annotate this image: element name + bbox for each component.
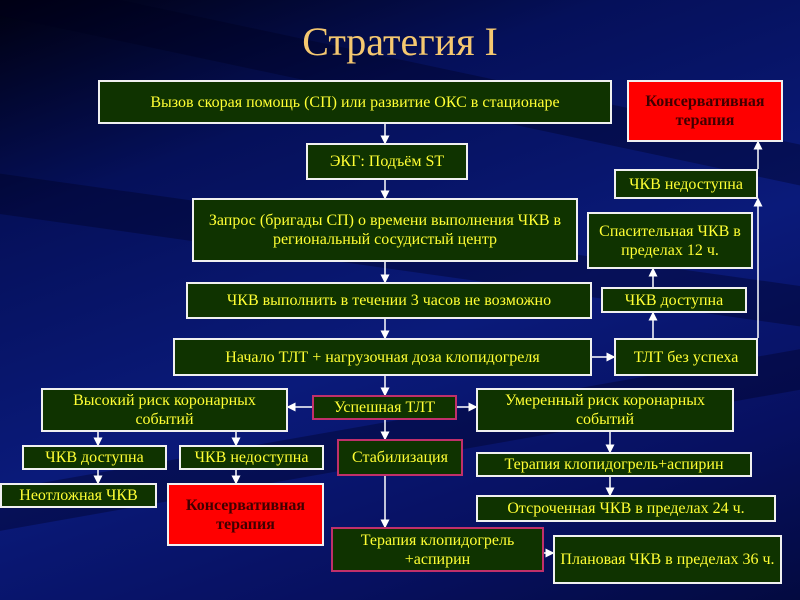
rescue-pci-box: Спасительная ЧКВ в пределах 12 ч. <box>587 212 753 269</box>
clopidogrel-bottom-box: Терапия клопидогрель +аспирин <box>331 527 544 572</box>
ecg-box: ЭКГ: Подъём ST <box>306 143 468 180</box>
pci-unavailable-left-box: ЧКВ недоступна <box>179 445 324 470</box>
slide-title: Стратегия I <box>302 19 498 64</box>
tlt-fail-box: ТЛТ без успеха <box>614 338 758 376</box>
call-box: Вызов скорая помощь (СП) или развитие ОК… <box>98 80 612 124</box>
clopidogrel-right-box: Терапия клопидогрель+аспирин <box>476 452 752 477</box>
conservative-therapy-bottom-box: Консервативная терапия <box>167 483 324 546</box>
stabilization-box: Стабилизация <box>337 439 463 476</box>
pci-impossible-box: ЧКВ выполнить в течении 3 часов не возмо… <box>186 282 592 319</box>
pci-available-left-box: ЧКВ доступна <box>22 445 167 470</box>
planned-pci-box: Плановая ЧКВ в пределах 36 ч. <box>553 535 782 584</box>
pci-available-right-box: ЧКВ доступна <box>601 287 747 313</box>
moderate-risk-box: Умеренный риск коронарных событий <box>476 388 734 432</box>
tlt-start-box: Начало ТЛТ + нагрузочная доза клопидогре… <box>173 338 592 376</box>
pci-unavailable-right-box: ЧКВ недоступна <box>614 169 758 199</box>
conservative-therapy-top-box: Консервативная терапия <box>627 80 783 142</box>
high-risk-box: Высокий риск коронарных событий <box>41 388 288 432</box>
delayed-pci-box: Отсроченная ЧКВ в пределах 24 ч. <box>476 495 776 522</box>
request-box: Запрос (бригады СП) о времени выполнения… <box>192 198 578 262</box>
tlt-success-box: Успешная ТЛТ <box>312 395 457 420</box>
urgent-pci-box: Неотложная ЧКВ <box>0 483 157 508</box>
